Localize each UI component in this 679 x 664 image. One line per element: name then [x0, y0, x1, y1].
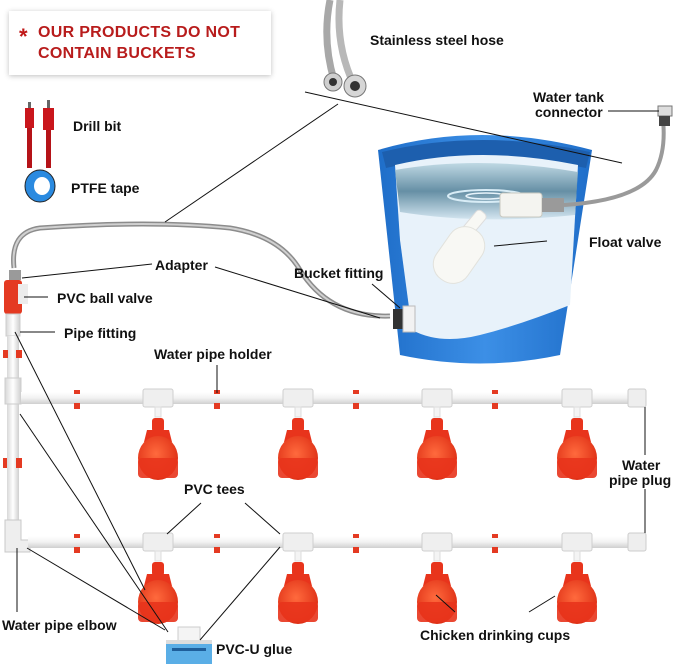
label-pvc-tees: PVC tees	[184, 481, 245, 497]
water-pipe-holder	[492, 534, 498, 538]
chicken-drinking-cup	[278, 418, 318, 480]
label-water-tank-connector-line2: connector	[535, 104, 603, 120]
label-adapter: Adapter	[155, 257, 208, 273]
label-water-pipe-plug-line2: pipe plug	[609, 472, 672, 488]
water-pipe-holder-clip	[492, 547, 498, 553]
notice-line-1: OUR PRODUCTS DO NOT	[38, 24, 241, 41]
water-pipe-holder	[353, 390, 359, 394]
tee-outlet	[294, 406, 302, 418]
water-pipe-holder	[214, 534, 220, 538]
water-pipe-holder-clip	[353, 403, 359, 409]
float-valve	[432, 192, 564, 284]
tee-outlet	[573, 406, 581, 418]
chicken-drinking-cup	[417, 418, 457, 480]
label-water-pipe-holder: Water pipe holder	[154, 346, 272, 362]
label-pvc-u-glue: PVC-U glue	[216, 641, 293, 657]
label-float-valve: Float valve	[589, 234, 662, 250]
tee-outlet	[573, 550, 581, 562]
pvc-tee	[421, 388, 453, 408]
label-stainless-steel-hose: Stainless steel hose	[370, 32, 504, 48]
notice-line-2: CONTAIN BUCKETS	[38, 45, 196, 62]
water-pipe-holder-clip	[74, 403, 80, 409]
label-water-tank-connector-line1: Water tank	[533, 89, 605, 105]
pvc-tee	[142, 388, 174, 408]
chicken-drinking-cup	[557, 418, 597, 480]
label-pvc-ball-valve: PVC ball valve	[57, 290, 153, 306]
water-pipe-holder-clip	[74, 547, 80, 553]
water-pipe-holder	[353, 534, 359, 538]
leader-lines	[14, 91, 659, 641]
label-water-pipe-elbow: Water pipe elbow	[2, 617, 117, 633]
chicken-drinking-cup	[417, 562, 457, 624]
bucket-fitting	[393, 305, 416, 333]
stainless-steel-hose	[11, 0, 666, 319]
tee-outlet	[154, 406, 162, 418]
water-pipe-holder-clip	[214, 547, 220, 553]
tee-outlet	[294, 550, 302, 562]
water-pipe-holder-clip	[214, 403, 220, 409]
pipe-row-lower	[28, 532, 647, 552]
water-pipe-holder-clip	[353, 547, 359, 553]
pvc-tee	[142, 532, 174, 552]
pvc-tee	[561, 388, 593, 408]
drill-bit-icon	[25, 100, 54, 168]
water-pipe-holder	[492, 390, 498, 394]
label-drill-bit: Drill bit	[73, 118, 122, 134]
pvc-tee	[421, 532, 453, 552]
chicken-drinking-cup	[138, 418, 178, 480]
label-chicken-drinking-cups: Chicken drinking cups	[420, 627, 571, 643]
water-tank-connector	[657, 105, 673, 126]
pvc-u-glue-can	[166, 626, 212, 664]
tee-outlet	[433, 406, 441, 418]
bucket	[378, 135, 592, 364]
pvc-tee	[561, 532, 593, 552]
chicken-drinking-cup	[557, 562, 597, 624]
label-water-pipe-plug-line1: Water	[622, 457, 661, 473]
chicken-drinking-cup	[138, 562, 178, 624]
label-ptfe-tape: PTFE tape	[71, 180, 140, 196]
asterisk-icon: *	[19, 24, 28, 49]
vertical-pipe	[3, 270, 31, 553]
chicken-drinking-cup	[278, 562, 318, 624]
pvc-tee	[282, 532, 314, 552]
water-pipe-holder	[74, 390, 80, 394]
label-pipe-fitting: Pipe fitting	[64, 325, 137, 341]
water-pipe-holder	[74, 534, 80, 538]
pipe-row-upper	[21, 388, 647, 408]
ptfe-tape-icon	[24, 169, 56, 203]
tee-outlet	[154, 550, 162, 562]
notice-box: * OUR PRODUCTS DO NOT CONTAIN BUCKETS	[9, 11, 271, 75]
water-pipe-holder-clip	[492, 403, 498, 409]
label-bucket-fitting: Bucket fitting	[294, 265, 384, 281]
tee-outlet	[433, 550, 441, 562]
pvc-tee	[282, 388, 314, 408]
